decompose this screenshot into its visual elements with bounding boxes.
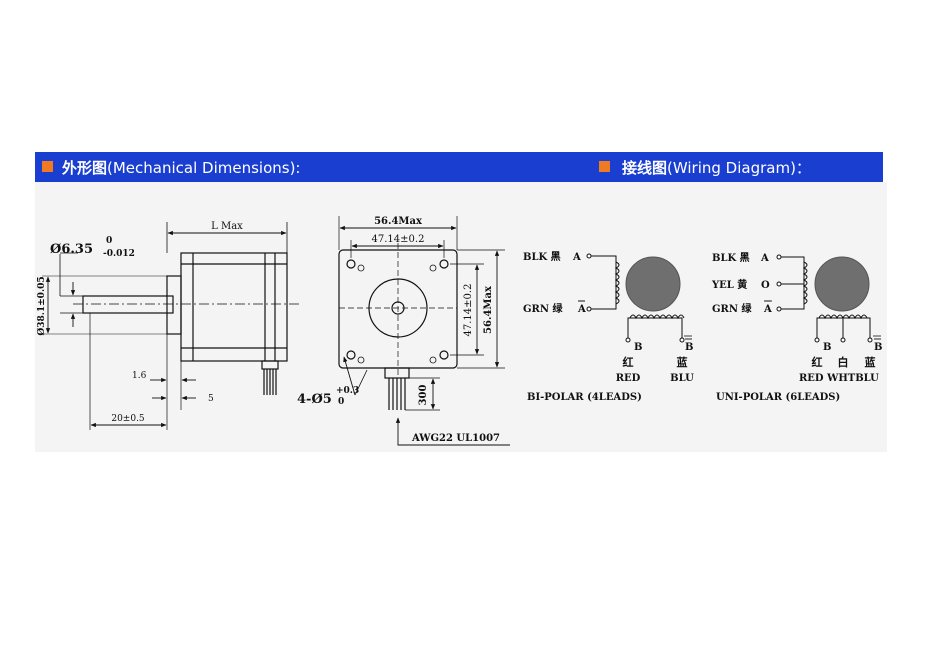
wiring-title-cn: 接线图 bbox=[622, 159, 668, 177]
mech-title-en: (Mechanical Dimensions): bbox=[107, 159, 301, 177]
hole-pitch-h-label: 47.14±0.2 bbox=[372, 234, 425, 245]
mount-hole bbox=[439, 350, 449, 360]
unipolar-blk-label: BLK 黑 bbox=[712, 252, 750, 264]
front-connector bbox=[384, 367, 410, 379]
unipolar-wiring bbox=[765, 254, 881, 343]
side-view-drawing bbox=[42, 222, 300, 430]
bipolar-pin-bbar: B bbox=[685, 342, 693, 353]
boss bbox=[166, 275, 182, 335]
length-max-label: L Max bbox=[211, 221, 243, 232]
wiring-diagram-title: 接线图(Wiring Diagram)： bbox=[622, 157, 811, 178]
bipolar-grn-label: GRN 绿 bbox=[523, 302, 563, 315]
shaft-tol-upper: 0 bbox=[106, 236, 112, 246]
front-view-drawing bbox=[338, 216, 510, 446]
bipolar-blu-label: BLU bbox=[670, 373, 694, 384]
side-connector bbox=[261, 360, 279, 370]
overbars bbox=[578, 300, 881, 340]
unipolar-blu-cn: 蓝 bbox=[865, 355, 876, 369]
shaft bbox=[82, 295, 174, 314]
mount-hole bbox=[346, 350, 356, 360]
shaft-tol-lower: -0.012 bbox=[103, 249, 135, 259]
mount-hole bbox=[346, 259, 356, 269]
holes-label: 4-Ø5 bbox=[297, 392, 332, 407]
bipolar-pin-a: A bbox=[572, 252, 581, 263]
wiring-bullet-square bbox=[599, 161, 610, 172]
bipolar-pin-abar: A bbox=[577, 304, 586, 315]
height-max-label: 56.4Max bbox=[483, 285, 494, 334]
unipolar-pin-o: O bbox=[761, 280, 770, 291]
boss-dia-label: Ø38.1±0.05 bbox=[36, 276, 47, 335]
bipolar-red-cn: 红 bbox=[623, 355, 634, 369]
mech-bullet-square bbox=[42, 161, 53, 172]
unipolar-color-labels: RED WHTBLU bbox=[799, 373, 879, 384]
holes-tol-upper: +0.3 bbox=[336, 386, 359, 396]
unipolar-red-cn: 红 bbox=[812, 355, 823, 369]
bipolar-red-label: RED bbox=[616, 373, 641, 384]
unipolar-wht-cn: 白 bbox=[838, 355, 849, 369]
unipolar-pin-b: B bbox=[823, 342, 831, 353]
bipolar-wiring bbox=[578, 253, 692, 343]
diagram-panel bbox=[35, 182, 887, 452]
bipolar-rotor bbox=[625, 256, 681, 312]
unipolar-rotor bbox=[814, 256, 870, 312]
mount-hole bbox=[439, 259, 449, 269]
wire-spec-label: AWG22 UL1007 bbox=[411, 433, 500, 444]
boss-circle bbox=[368, 278, 428, 338]
mech-dimensions-title: 外形图(Mechanical Dimensions): bbox=[62, 157, 301, 178]
shaft-circle bbox=[391, 301, 405, 315]
shaft-length-label: 20±0.5 bbox=[111, 414, 145, 424]
wiring-title-en: (Wiring Diagram)： bbox=[667, 159, 811, 177]
motor-body bbox=[180, 252, 288, 362]
lead-length-label: 300 bbox=[418, 385, 429, 406]
bipolar-caption: BI-POLAR (4LEADS) bbox=[527, 392, 642, 403]
unipolar-pin-a: A bbox=[760, 253, 769, 264]
unipolar-yel-label: YEL 黄 bbox=[711, 278, 747, 291]
bipolar-pin-b: B bbox=[634, 342, 642, 353]
dim-1-6-label: 1.6 bbox=[132, 371, 147, 381]
dim-5-label: 5 bbox=[208, 394, 214, 404]
bipolar-blk-label: BLK 黑 bbox=[523, 251, 561, 263]
section-header-bar bbox=[35, 152, 883, 182]
bipolar-blu-cn: 蓝 bbox=[677, 355, 688, 369]
shaft-dia-label: Ø6.35 bbox=[50, 242, 93, 257]
unipolar-pin-abar: A bbox=[763, 304, 772, 315]
unipolar-caption: UNI-POLAR (6LEADS) bbox=[716, 392, 840, 403]
unipolar-pin-bbar: B bbox=[874, 342, 882, 353]
holes-tol-lower: 0 bbox=[338, 397, 344, 407]
width-max-label: 56.4Max bbox=[374, 216, 423, 227]
mech-title-cn: 外形图 bbox=[62, 159, 108, 177]
unipolar-grn-label: GRN 绿 bbox=[712, 302, 752, 315]
hole-pitch-v-label: 47.14±0.2 bbox=[463, 284, 474, 337]
